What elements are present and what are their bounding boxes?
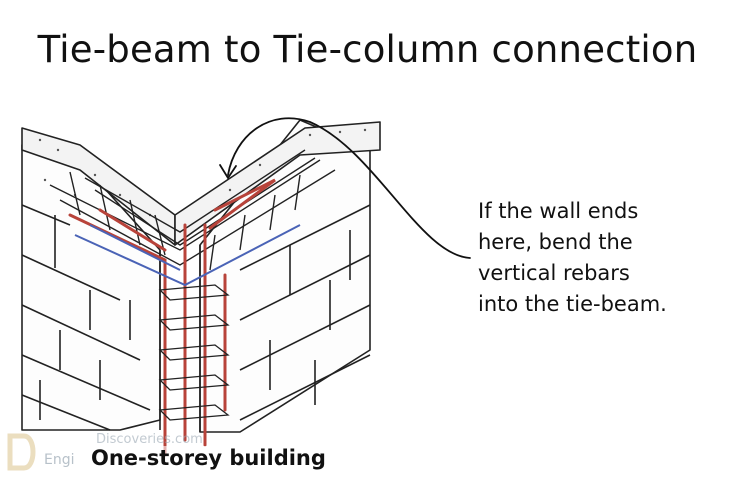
annotation-line-2: here, bend the	[478, 230, 633, 254]
leader-arrow	[227, 117, 471, 259]
watermark-left-text: Engi	[44, 452, 75, 468]
diagram-title: Tie-beam to Tie-column connection	[37, 28, 698, 71]
caption: One-storey building	[88, 446, 329, 470]
annotation-text: If the wall ends here, bend the vertical…	[478, 196, 667, 320]
watermark-top-text: Discoveries.com	[96, 432, 203, 447]
annotation-line-3: vertical rebars	[478, 261, 630, 285]
annotation-line-1: If the wall ends	[478, 199, 639, 223]
annotation-line-4: into the tie-beam.	[478, 292, 667, 316]
right-beam-top	[174, 121, 381, 246]
watermark-logo-icon	[7, 433, 36, 471]
